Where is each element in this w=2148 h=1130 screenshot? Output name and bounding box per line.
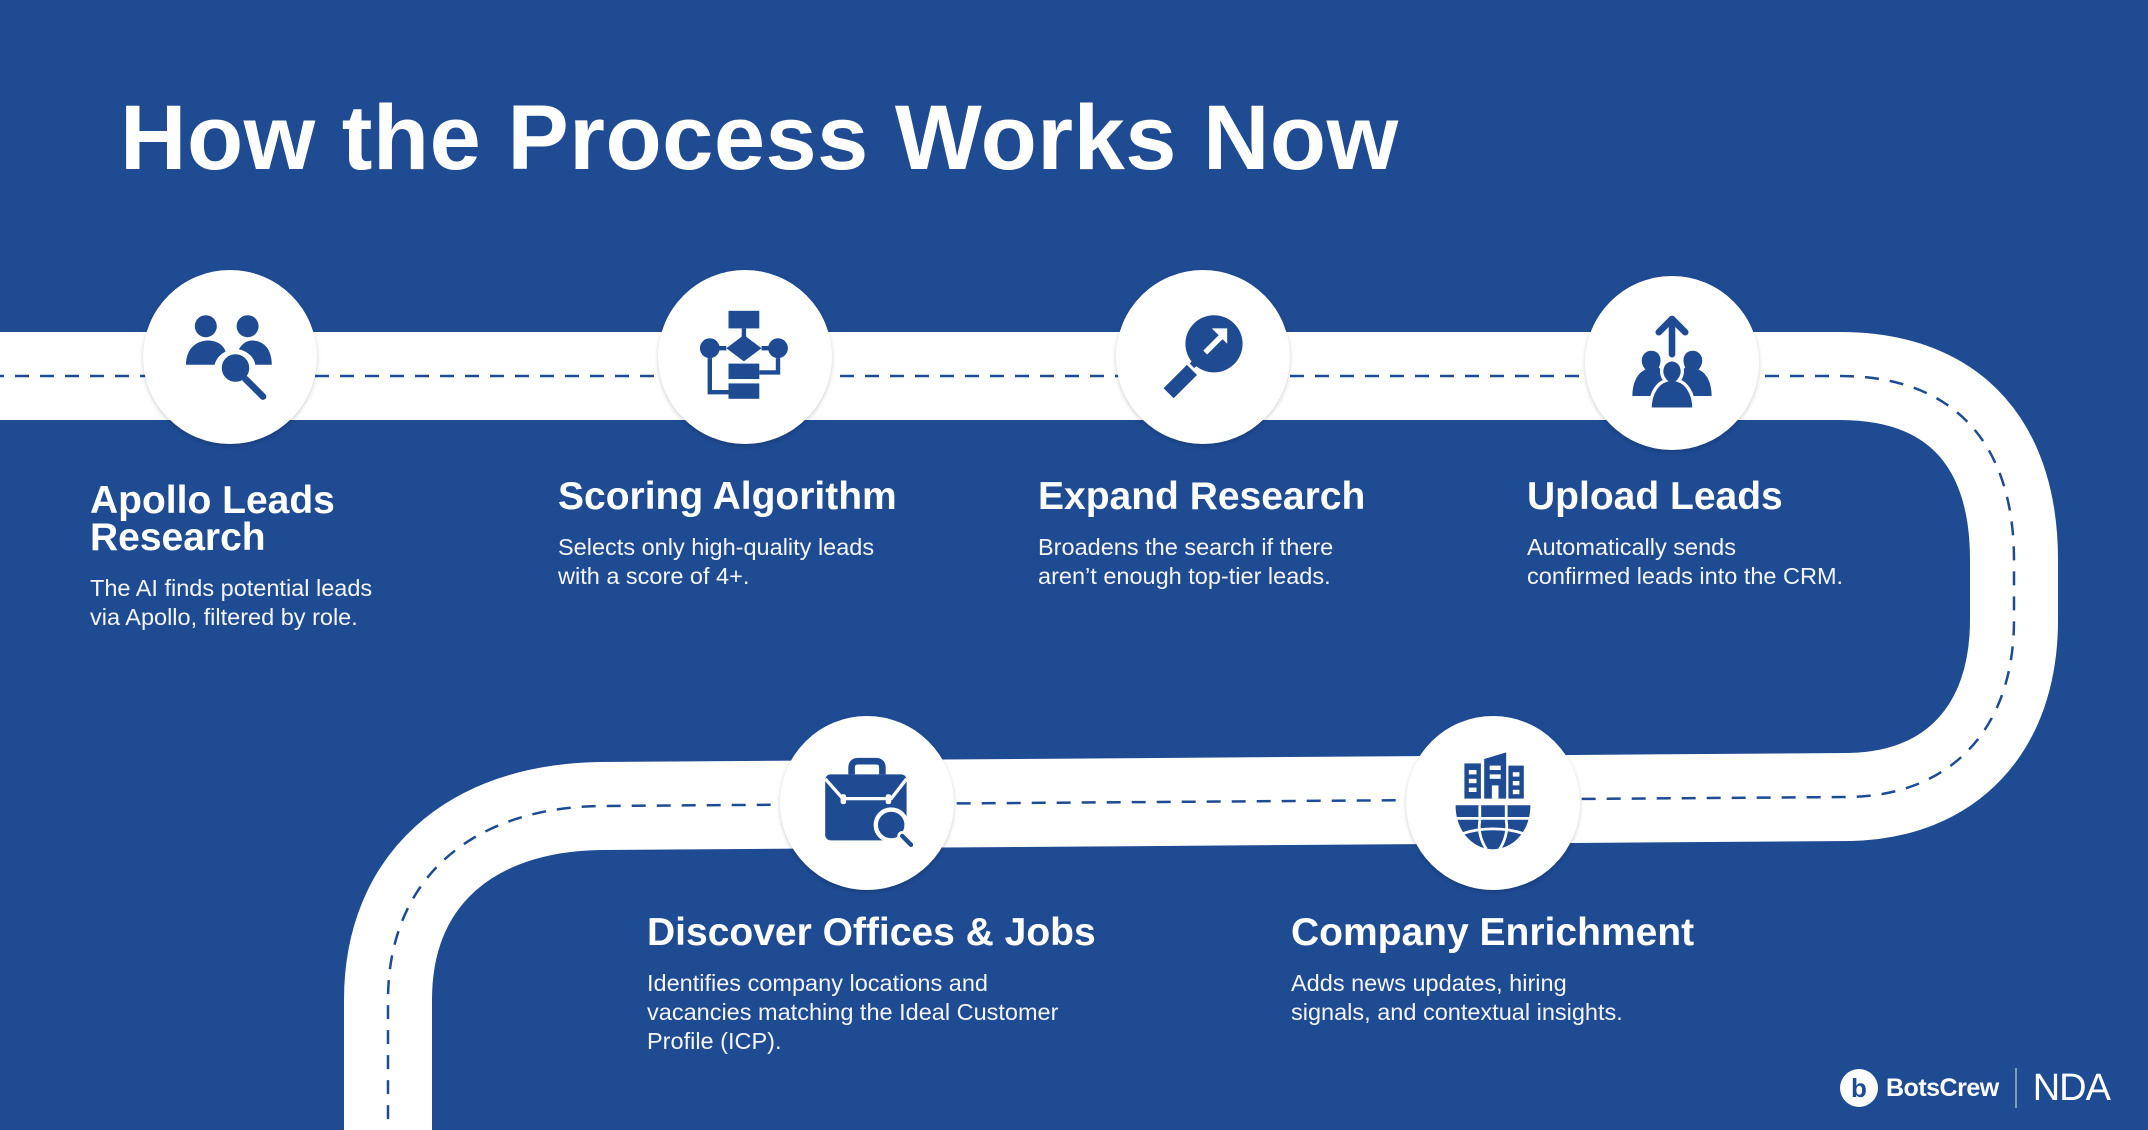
brand-name: BotsCrew xyxy=(1886,1073,1999,1102)
step-1: Apollo Leads Research The AI finds poten… xyxy=(90,479,510,632)
step-heading: Apollo Leads Research xyxy=(90,479,335,559)
step-3-node xyxy=(1116,270,1290,444)
step-5: Company Enrichment Adds news updates, hi… xyxy=(1291,911,1811,1027)
step-2: Scoring Algorithm Selects only high-qual… xyxy=(558,475,988,591)
brand-divider xyxy=(2014,1068,2017,1108)
step-description: Automatically sends confirmed leads into… xyxy=(1527,534,1844,589)
flowchart-icon xyxy=(699,310,788,399)
botscrew-logo-icon: b xyxy=(1840,1069,1878,1107)
step-4-node xyxy=(1585,276,1759,450)
road-band xyxy=(0,332,2058,1130)
step-description: The AI finds potential leads via Apollo,… xyxy=(90,575,373,630)
step-6-node xyxy=(780,716,954,890)
page-title: How the Process Works Now xyxy=(120,87,1399,189)
nda-label: NDA xyxy=(2032,1066,2111,1109)
step-description: Selects only high-quality leads with a s… xyxy=(558,534,875,589)
step-heading: Scoring Algorithm xyxy=(558,475,897,518)
step-heading: Expand Research xyxy=(1038,475,1366,518)
step-description: Broadens the search if there aren’t enou… xyxy=(1038,534,1334,589)
step-heading: Company Enrichment xyxy=(1291,911,1695,954)
group-upload-icon xyxy=(1632,315,1712,411)
briefcase-search-icon xyxy=(823,757,916,850)
step-6: Discover Offices & Jobs Identifies compa… xyxy=(647,911,1207,1056)
step-1-node xyxy=(143,270,317,444)
magnifier-expand-icon xyxy=(1163,315,1243,399)
step-3: Expand Research Broadens the search if t… xyxy=(1038,475,1468,591)
people-search-icon xyxy=(186,315,272,400)
globe-buildings-icon xyxy=(1455,752,1531,850)
step-description: Adds news updates, hiring signals, and c… xyxy=(1291,970,1623,1025)
step-2-node xyxy=(658,270,832,444)
step-5-node xyxy=(1406,716,1580,890)
step-heading: Upload Leads xyxy=(1527,475,1783,518)
footer-brand: b BotsCrew NDA xyxy=(1840,1066,2111,1110)
step-description: Identifies company locations and vacanci… xyxy=(647,970,1059,1054)
step-4: Upload Leads Automatically sends confirm… xyxy=(1527,475,1987,591)
step-heading: Discover Offices & Jobs xyxy=(647,911,1096,954)
